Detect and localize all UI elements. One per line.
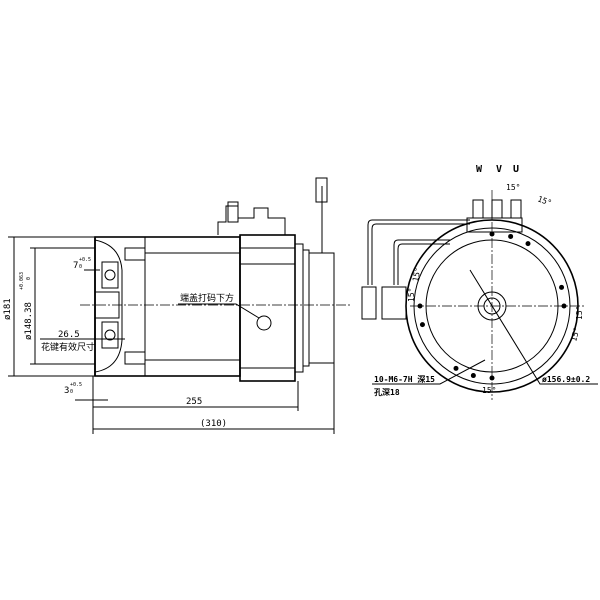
- mounting-hole: [489, 375, 495, 381]
- mounting-hole: [417, 303, 423, 309]
- angle-label: 15°: [407, 288, 416, 302]
- connector-2: [381, 286, 407, 320]
- bearing-ball-top: [104, 269, 116, 281]
- tol-lower: 0: [26, 277, 32, 280]
- cable-1: [367, 219, 470, 285]
- tie-rod-bottom: [124, 351, 146, 365]
- bearing-bottom: [101, 321, 119, 349]
- angle-label: 15°: [575, 306, 584, 320]
- tol-lower: 0: [79, 264, 82, 270]
- terminal-box: [217, 205, 286, 235]
- motor-body: [94, 236, 241, 377]
- mounting-hole: [470, 373, 476, 379]
- terminal-stud: [227, 201, 239, 223]
- tol-upper: +0.063: [19, 272, 25, 290]
- dim-spline-length: 26.5: [58, 330, 80, 340]
- mounting-hole: [561, 303, 567, 309]
- mounting-hole: [453, 365, 459, 371]
- bolt-circle-leader: [469, 269, 598, 385]
- angle-label: 15°: [482, 386, 496, 395]
- terminal-w: [472, 199, 484, 219]
- rear-cover: [308, 252, 335, 364]
- tol-upper: +0.5: [70, 382, 82, 388]
- bearing-ball-bottom: [104, 329, 116, 341]
- phase-v: V: [496, 164, 502, 175]
- bearing-top: [101, 261, 119, 289]
- mounting-hole: [559, 284, 565, 290]
- tol-upper: +0.5: [79, 257, 91, 263]
- tol-lower: 0: [70, 389, 73, 395]
- dim-total-length: (310): [200, 419, 227, 429]
- mounting-hole: [419, 322, 425, 328]
- sensor-connector: [315, 177, 328, 203]
- terminal-u: [510, 199, 522, 219]
- note-spline: 花键有效尺寸: [41, 341, 95, 353]
- note-hole: 孔深18: [374, 387, 400, 397]
- angle-label: 15°: [536, 194, 553, 207]
- mounting-holes: [417, 231, 567, 381]
- marking-circle: [256, 315, 272, 331]
- dim-outer-dia: ø181: [3, 298, 13, 320]
- marking-leader: [178, 303, 260, 319]
- connector-1: [361, 286, 377, 320]
- phase-u: U: [513, 164, 519, 175]
- spline-hub: [94, 239, 123, 373]
- dim-bolt-circle: ø156.9±0.2: [542, 375, 590, 384]
- dim-spline-dia: ø148.38: [24, 302, 34, 340]
- mounting-hole: [508, 233, 514, 239]
- tie-rod-top: [124, 247, 146, 261]
- thread-leader: [372, 359, 486, 385]
- angle-label: 15°: [569, 326, 581, 342]
- dim-body-length: 255: [186, 397, 202, 407]
- mounting-hole: [525, 241, 531, 247]
- marking-note: 端盖打码下方: [180, 292, 234, 304]
- dim-shoulder: 3: [64, 386, 69, 396]
- dim-spigot: 7: [73, 261, 78, 271]
- phase-w: W: [476, 164, 483, 175]
- terminal-v: [491, 199, 503, 219]
- rear-plate: [294, 243, 304, 373]
- cable-2: [393, 239, 450, 285]
- angle-label: 15°: [411, 267, 422, 283]
- note-thread: 10-M6-7H 深15: [374, 374, 435, 384]
- angle-label: 15°: [506, 183, 520, 192]
- end-view: W V U 15° 15° 15° 15° 15° 15° 15° 10-M6-: [361, 164, 598, 400]
- end-cap: [239, 234, 296, 382]
- side-view: 端盖打码下方 ø181 ø148.38 +0.063 0 7 +0.5 0 26…: [3, 177, 350, 434]
- mounting-hole: [489, 231, 495, 237]
